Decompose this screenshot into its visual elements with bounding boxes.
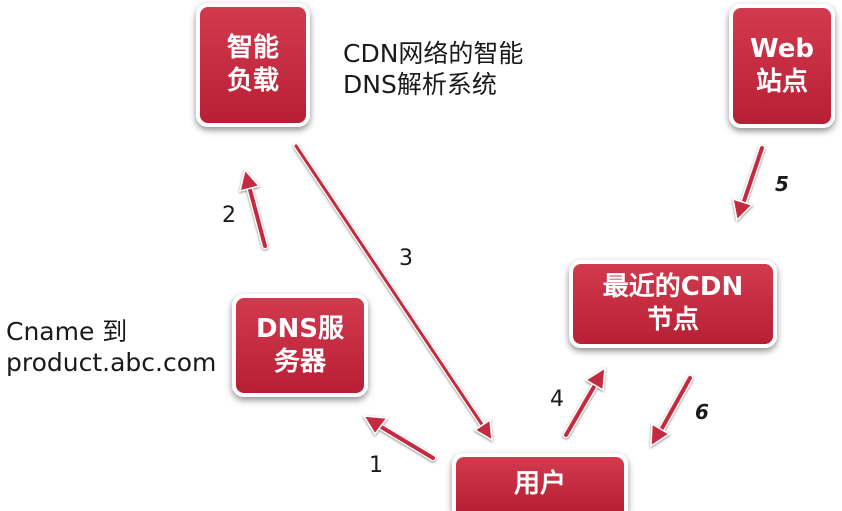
arrow-step-5 bbox=[732, 144, 766, 222]
web-site-node: Web 站点 bbox=[729, 4, 835, 128]
cdn-dns-caption: CDN网络的智能 DNS解析系统 bbox=[343, 39, 524, 99]
arrow-step-3 bbox=[293, 143, 493, 442]
nearest-cdn-node: 最近的CDN 节点 bbox=[569, 260, 777, 348]
step-label-3: 3 bbox=[399, 246, 413, 271]
step-label-5: 5 bbox=[775, 172, 789, 196]
step-label-1: 1 bbox=[369, 453, 383, 478]
cname-caption: Cname 到 product.abc.com bbox=[6, 317, 217, 377]
smart-load-node: 智能 负载 bbox=[196, 3, 310, 127]
arrow-step-1 bbox=[362, 415, 437, 462]
user-node: 用户 bbox=[452, 453, 628, 511]
step-label-2: 2 bbox=[222, 203, 236, 228]
arrow-step-6 bbox=[650, 374, 694, 448]
step-label-4: 4 bbox=[550, 387, 564, 412]
arrow-step-4 bbox=[562, 366, 606, 439]
arrow-step-2 bbox=[238, 168, 269, 250]
step-label-6: 6 bbox=[695, 400, 709, 424]
dns-server-node: DNS服 务器 bbox=[232, 294, 368, 397]
